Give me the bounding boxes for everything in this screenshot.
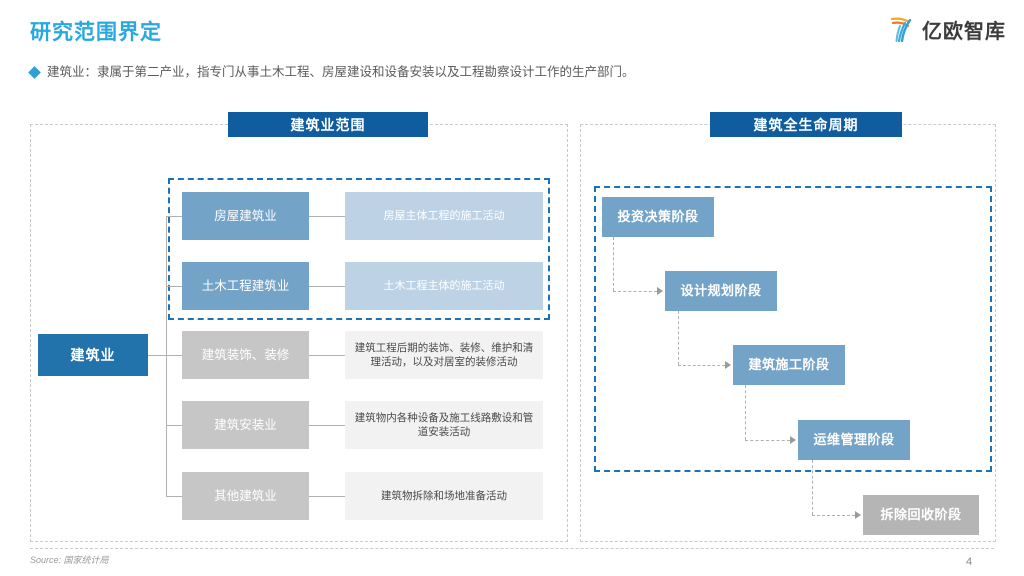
connector-desc-5 [309,496,345,497]
flow-connector-3-v [745,385,746,440]
stage-box-2: 设计规划阶段 [665,271,777,311]
flow-connector-4-v [812,460,813,515]
stage-box-1: 投资决策阶段 [602,197,714,237]
panel-header-building-lifecycle: 建筑全生命周期 [710,112,902,137]
connector-desc-1 [309,216,345,217]
highlight-region-construction-core [168,178,550,320]
subtitle-text: 建筑业：隶属于第二产业，指专门从事土木工程、房屋建设和设备安装以及工程勘察设计工… [47,65,635,79]
connector-branch-3 [166,355,182,356]
description-box-4: 建筑物内各种设备及施工线路敷设和管道安装活动 [345,401,543,449]
stage-box-5: 拆除回收阶段 [863,495,979,535]
flow-arrow-1-icon [657,287,663,295]
description-box-2: 土木工程主体的施工活动 [345,262,543,310]
connector-desc-2 [309,286,345,287]
description-box-3: 建筑工程后期的装饰、装修、维护和清理活动，以及对居室的装修活动 [345,331,543,379]
flow-arrow-4-icon [855,511,861,519]
source-note: Source: 国家统计局 [30,555,109,565]
flow-connector-1-v [613,237,614,291]
subtitle-row: 建筑业：隶属于第二产业，指专门从事土木工程、房屋建设和设备安装以及工程勘察设计工… [28,64,635,80]
category-box-4: 建筑安装业 [182,401,309,449]
root-node-construction-industry: 建筑业 [38,334,148,376]
stage-box-3: 建筑施工阶段 [733,345,845,385]
connector-root-trunk [166,216,167,496]
panel-header-industry-scope: 建筑业范围 [228,112,428,137]
connector-branch-2 [166,286,182,287]
stage-box-4: 运维管理阶段 [798,420,910,460]
category-box-2: 土木工程建筑业 [182,262,309,310]
category-box-1: 房屋建筑业 [182,192,309,240]
flow-connector-1-h [613,291,657,292]
description-box-5: 建筑物拆除和场地准备活动 [345,472,543,520]
description-box-1: 房屋主体工程的施工活动 [345,192,543,240]
connector-branch-4 [166,425,182,426]
page-number: 4 [966,556,973,568]
flow-connector-2-v [678,311,679,365]
footer-divider [30,548,994,549]
connector-root-stub [148,355,166,356]
page-title: 研究范围界定 [30,21,162,44]
flow-connector-2-h [678,365,725,366]
connector-desc-3 [309,355,345,356]
highlight-region-lifecycle-core [594,186,992,472]
category-box-3: 建筑装饰、装修 [182,331,309,379]
panel-building-lifecycle [580,124,996,542]
flow-arrow-3-icon [790,436,796,444]
connector-desc-4 [309,425,345,426]
connector-branch-1 [166,216,182,217]
diamond-bullet-icon [28,66,41,79]
brand-logo: 亿欧智库 [888,14,1006,44]
flow-connector-4-h [812,515,855,516]
flow-connector-3-h [745,440,790,441]
yi-ou-fan-logo-icon [890,17,912,43]
logo-text: 亿欧智库 [922,20,1006,43]
category-box-5: 其他建筑业 [182,472,309,520]
connector-branch-5 [166,496,182,497]
flow-arrow-2-icon [725,361,731,369]
